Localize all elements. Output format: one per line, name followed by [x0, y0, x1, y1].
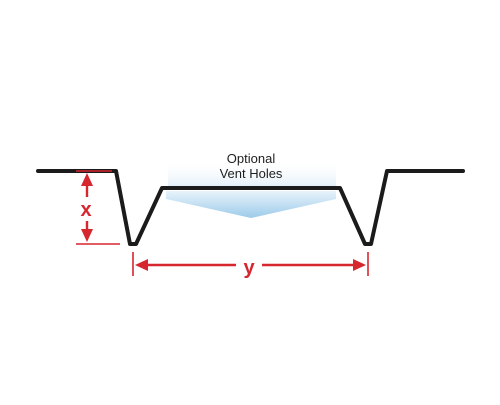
profile-outline [36, 169, 465, 246]
dimension-y-label: y [243, 257, 255, 279]
vent-highlight-band [168, 160, 336, 190]
dimension-x-label: x [80, 199, 91, 221]
vent-label-line1: Optional [227, 151, 276, 166]
dimension-x: x [76, 170, 120, 245]
dimension-x-arrow-up [81, 173, 93, 186]
dimension-x-arrow-down [81, 229, 93, 242]
dimension-y-arrow-right [353, 259, 366, 271]
dimension-y-arrow-left [135, 259, 148, 271]
vent-highlight-arrow [166, 191, 336, 218]
dimension-y: y [132, 252, 369, 279]
vent-label-line2: Vent Holes [220, 166, 283, 181]
